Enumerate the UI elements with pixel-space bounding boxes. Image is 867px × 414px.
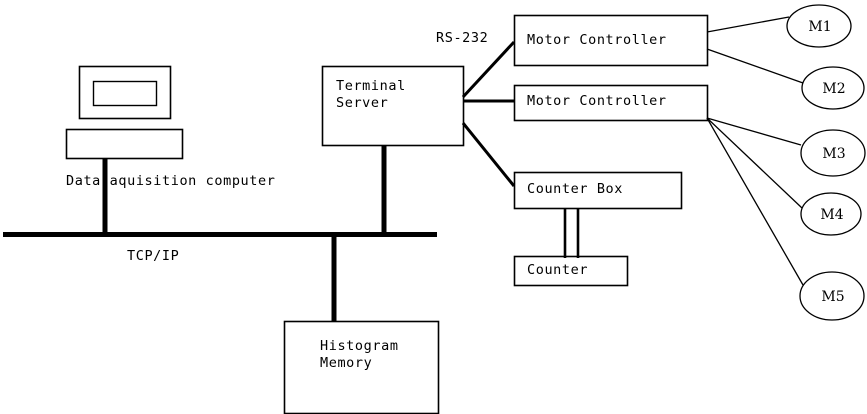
motor-m3-label: M3 [822,146,846,162]
motor-m2-label: M2 [822,81,846,97]
motor-controller-1-outline [513,14,709,67]
motor-m1-shape [786,4,852,48]
terminal-server-to-motor-controller-1-link [461,40,516,99]
motor-controller-2-to-m4-link [706,117,803,209]
counter-label: Counter [527,262,589,278]
data-acquisition-computer-label: Data aquisition computer [66,173,276,189]
motor-controller-2-label: Motor Controller [527,93,667,109]
histogram-memory-label-line2: Memory [320,355,373,371]
motor-m5-shape [799,271,865,321]
motor-controller-1-to-m1-link [706,16,790,33]
motor-m2-shape [801,66,865,110]
motor-m5-label: M5 [821,289,845,305]
tcpip-label: TCP/IP [127,248,180,264]
motor-m3-shape [800,129,866,177]
motor-m1-label: M1 [808,19,832,35]
counter-box-label: Counter Box [527,181,624,197]
motor-m4-shape [800,192,862,236]
counter-box-outline [513,171,683,210]
motor-controller-1-label: Motor Controller [527,32,667,48]
motor-controller-1-to-m2-link [706,48,804,84]
histogram-memory-label-line1: Histogram [320,338,399,354]
terminal-server-label-line2: Server [336,95,389,111]
motor-controller-2-to-m5-link [706,117,804,286]
rs232-label: RS-232 [436,30,489,46]
computer-base-outline [65,128,184,160]
terminal-server-outline [321,65,465,147]
terminal-server-label-line1: Terminal [336,78,406,94]
motor-controller-2-to-m3-link [706,117,802,146]
terminal-server-to-counter-box-link [461,122,516,187]
motor-controller-2-outline [513,84,709,122]
motor-m4-label: M4 [820,207,844,223]
monitor-outline [78,65,172,120]
counter-outline [513,255,629,287]
monitor-screen-outline [92,80,158,107]
